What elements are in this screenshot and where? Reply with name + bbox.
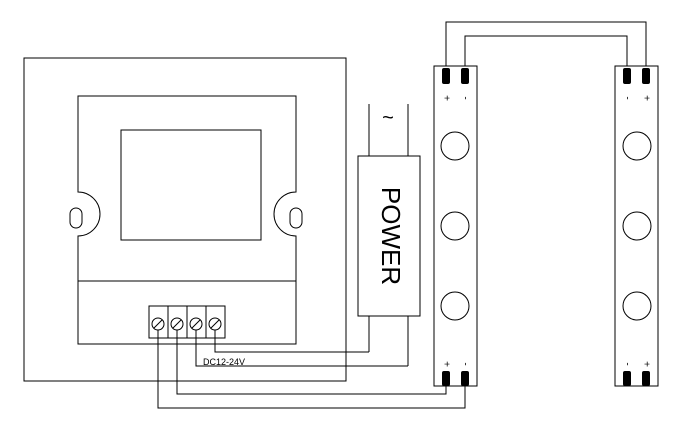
power-supply-box: [357, 155, 421, 317]
led-dot: [440, 291, 470, 321]
polarity-label: +: [440, 361, 451, 367]
controller-display: [120, 129, 262, 241]
strip-pad: [442, 68, 450, 84]
wire-power-positive: [214, 330, 369, 353]
led-dot: [440, 131, 470, 161]
wires: [157, 21, 647, 409]
controller-outer-plate: [23, 57, 347, 382]
power-label: POWER: [376, 187, 406, 285]
controller-base-section: [77, 280, 297, 345]
led-strip-right: - + - +: [614, 65, 659, 387]
terminal-screw: [170, 317, 184, 331]
led-strip-left: + - + -: [433, 65, 478, 387]
polarity-label: +: [640, 361, 651, 367]
strip-pad: [642, 371, 650, 386]
polarity-label: -: [621, 96, 632, 99]
terminal-screw: [208, 317, 222, 331]
led-strip-body: [433, 65, 478, 387]
strip-pad: [623, 68, 631, 84]
led-strip-body: [614, 65, 659, 387]
polarity-label: +: [440, 95, 451, 101]
wire-link-inner: [464, 35, 628, 66]
strip-pad: [642, 68, 650, 84]
wire-power-negative: [195, 330, 408, 367]
wire-strip-minus: [157, 330, 466, 409]
strip-pad: [442, 371, 450, 386]
led-dot: [622, 131, 652, 161]
led-dot: [440, 211, 470, 241]
wire-link-outer: [445, 21, 647, 66]
wire-strip-plus: [176, 330, 447, 395]
polarity-label: -: [459, 362, 470, 365]
ac-symbol: ~: [382, 107, 394, 129]
polarity-label: -: [621, 362, 632, 365]
strip-pad: [461, 371, 469, 386]
controller: DC12-24V: [23, 57, 347, 382]
power-supply: ~ POWER: [357, 104, 421, 366]
terminal-screw: [189, 317, 203, 331]
led-dot: [622, 211, 652, 241]
terminal-block: [148, 305, 226, 339]
strip-pad: [623, 371, 631, 386]
led-dot: [622, 291, 652, 321]
polarity-label: -: [459, 96, 470, 99]
polarity-label: +: [640, 95, 651, 101]
right-mounting-slot: [289, 207, 303, 229]
terminal-screw: [151, 317, 165, 331]
strip-pad: [461, 68, 469, 84]
controller-inner-frame: [77, 95, 297, 282]
left-mounting-slot: [69, 207, 83, 229]
voltage-label: DC12-24V: [203, 357, 245, 367]
